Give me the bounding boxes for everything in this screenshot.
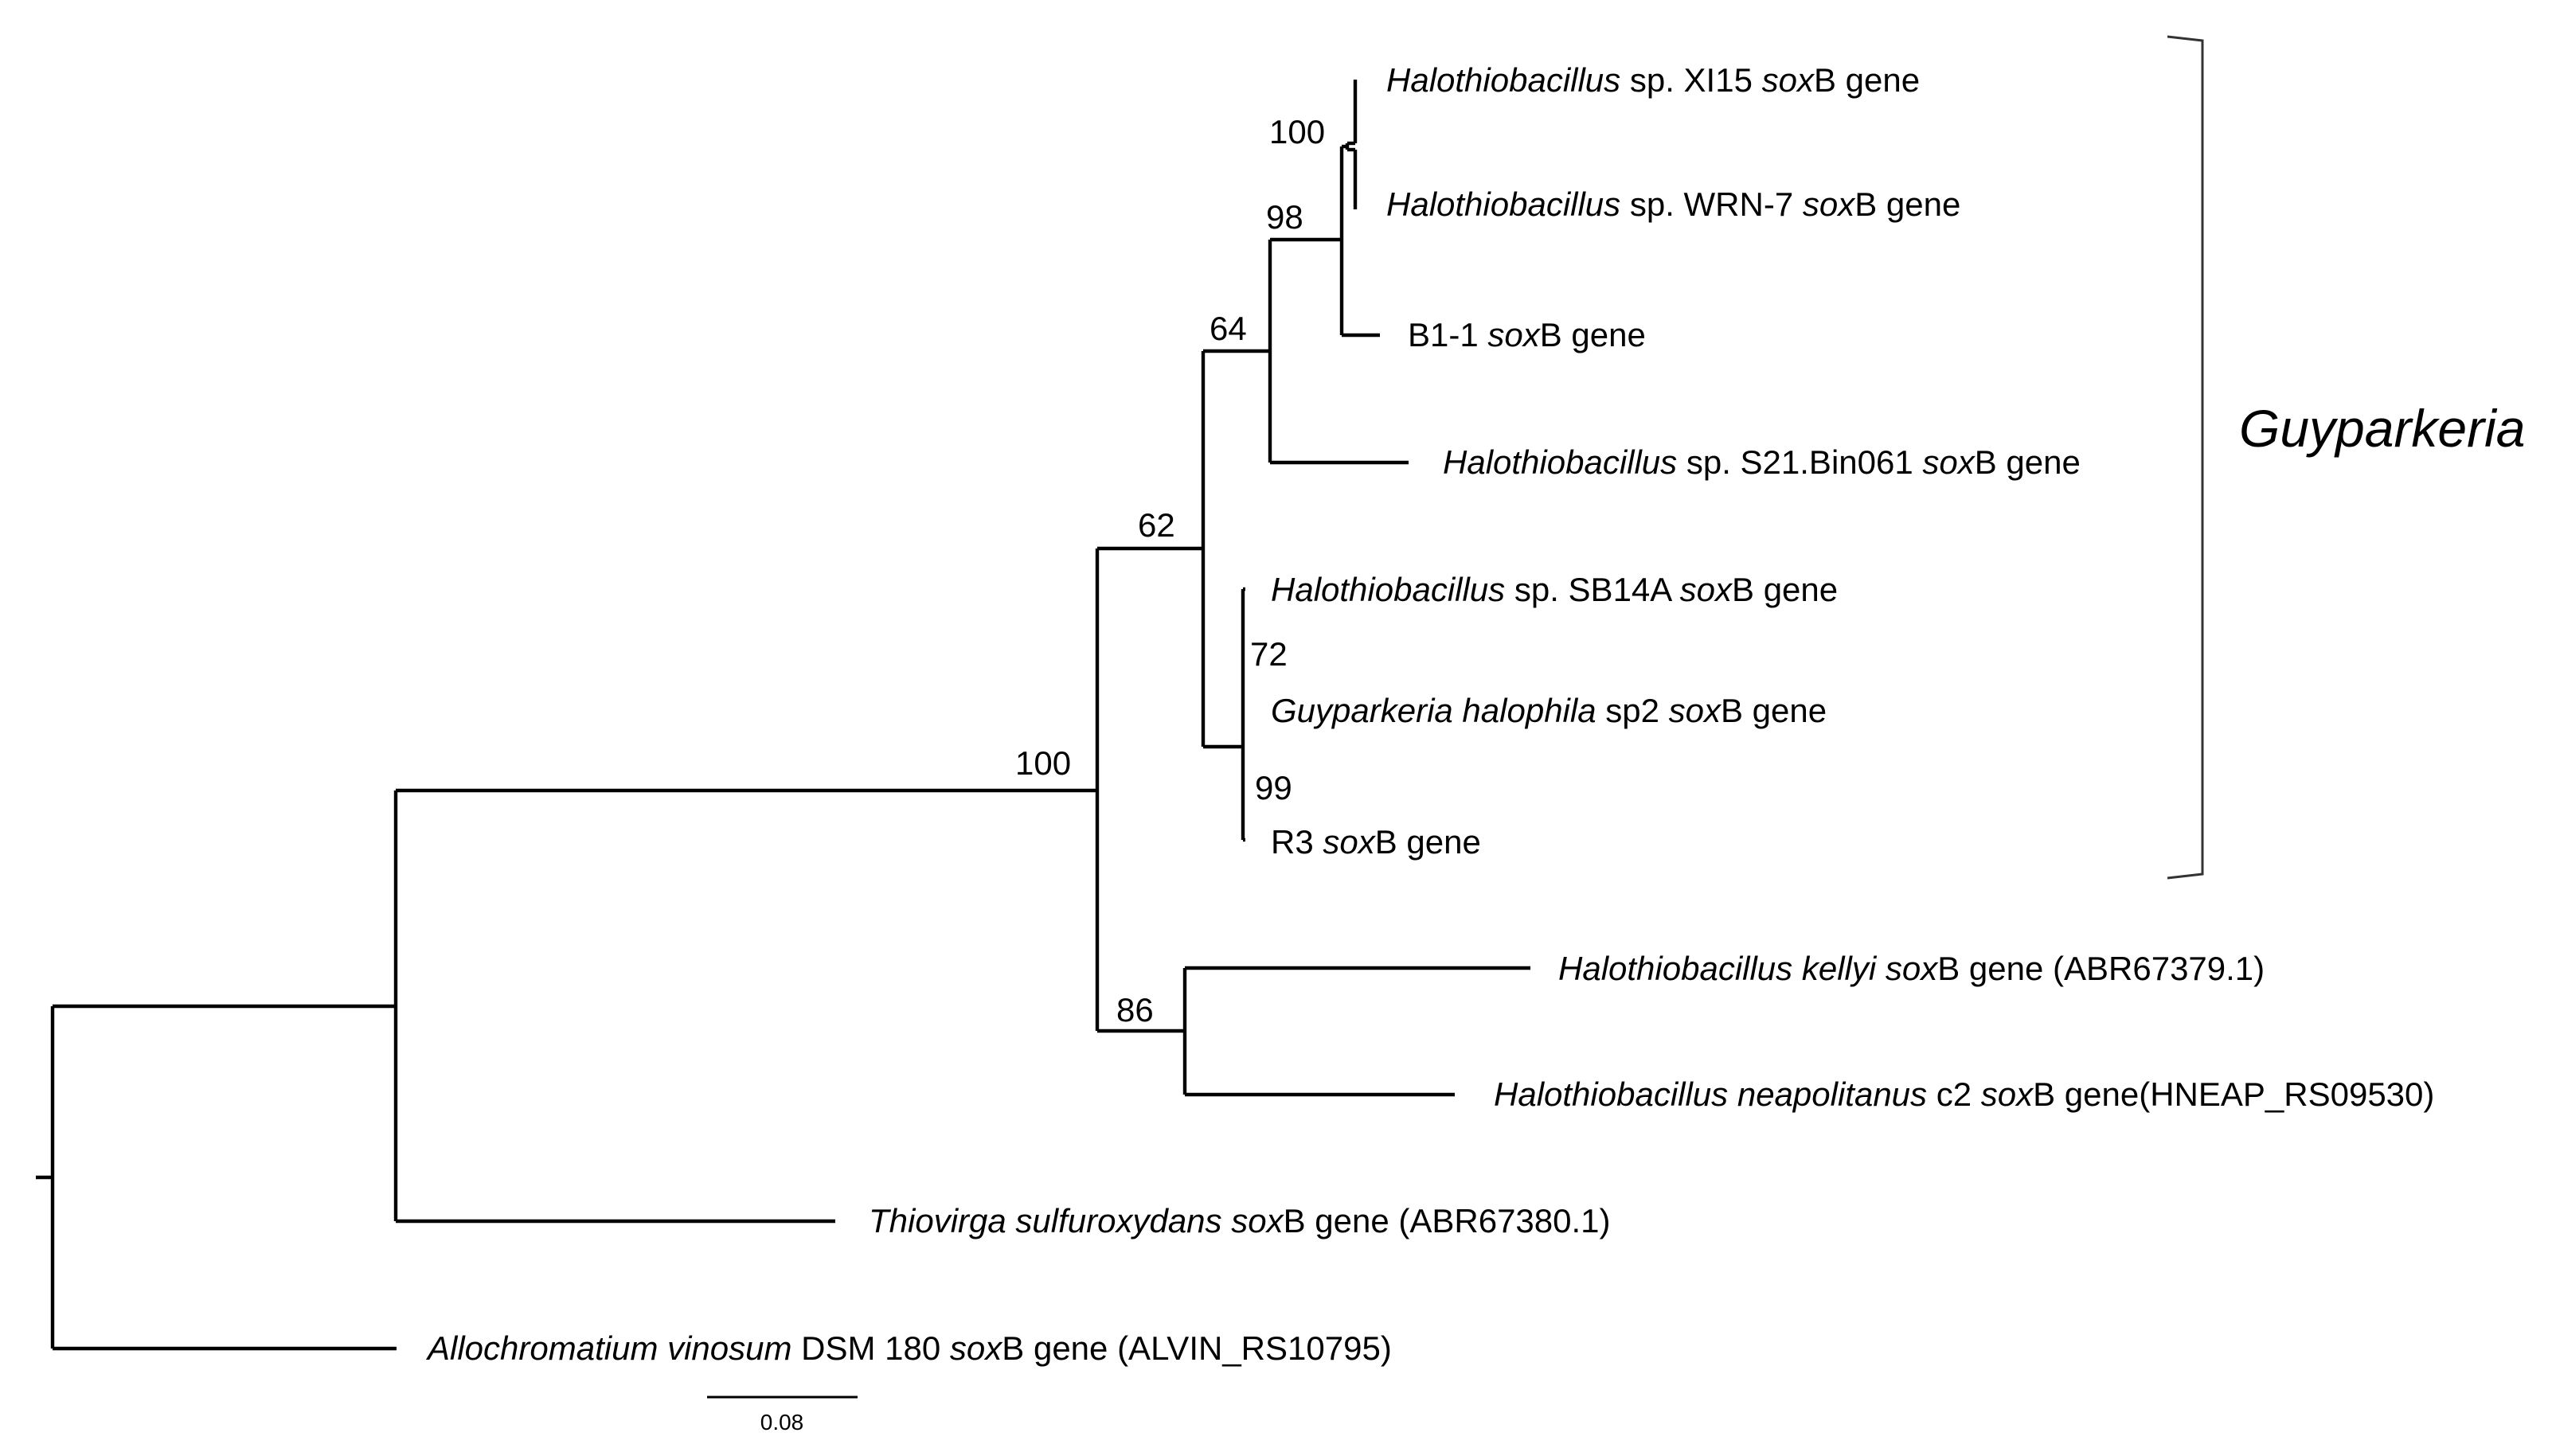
leaf-label-part: c2	[1927, 1075, 1981, 1113]
leaf-label-part: B gene	[1721, 692, 1827, 729]
leaf-label: Halothiobacillus sp. WRN-7 soxB gene	[1386, 185, 1960, 223]
leaf-label-part: Guyparkeria halophila	[1271, 692, 1596, 729]
leaf-label: Halothiobacillus sp. SB14A soxB gene	[1271, 571, 1838, 608]
leaf-label-part: Halothiobacillus	[1443, 443, 1677, 481]
leaf-label-part: Halothiobacillus	[1386, 61, 1620, 99]
leaf-label-part: sp. WRN-7	[1620, 185, 1803, 223]
leaf-label: Halothiobacillus neapolitanus c2 soxB ge…	[1494, 1075, 2434, 1113]
leaf-label-part: Thiovirga sulfuroxydans sox	[869, 1202, 1285, 1239]
leaf-label-part: sox	[950, 1329, 1003, 1367]
leaf-label-part: R3	[1271, 823, 1323, 861]
leaf-label-part: B gene (ABR67380.1)	[1284, 1202, 1611, 1239]
leaf-label-part: sp. SB14A	[1505, 571, 1679, 608]
bootstrap-value: 100	[1269, 113, 1325, 150]
leaf-label-part: B gene	[1732, 571, 1838, 608]
leaf-label-part: sox	[1803, 185, 1856, 223]
bootstrap-value: 99	[1255, 769, 1292, 806]
leaf-label-part: Halothiobacillus	[1386, 185, 1620, 223]
bootstrap-values: 100 98 64 62 72 99 100 86	[1015, 113, 1325, 1029]
leaf-label-part: sox	[1922, 443, 1976, 481]
leaf-label-part: Halothiobacillus neapolitanus	[1494, 1075, 1927, 1113]
leaf-label-part: DSM 180	[792, 1329, 950, 1367]
bootstrap-value: 72	[1250, 635, 1288, 673]
leaf-label: Halothiobacillus sp. S21.Bin061 soxB gen…	[1443, 443, 2081, 481]
leaf-label-part: sox	[1669, 692, 1722, 729]
leaf-label-part: sp. S21.Bin061	[1677, 443, 1922, 481]
scale-bar-label: 0.08	[760, 1410, 804, 1435]
leaf-label-part: sp. XI15	[1620, 61, 1761, 99]
leaf-label-part: sox	[1323, 823, 1376, 861]
leaf-label-part: Halothiobacillus kellyi sox	[1558, 950, 1939, 987]
leaf-label-part: B gene	[1854, 185, 1960, 223]
leaf-label-part: sox	[1680, 571, 1733, 608]
leaf-label-part: sox	[1487, 316, 1541, 353]
leaf-label: Allochromatium vinosum DSM 180 soxB gene…	[425, 1329, 1392, 1367]
bootstrap-value: 62	[1138, 506, 1175, 544]
leaf-label-part: sox	[1981, 1075, 2034, 1113]
leaf-label-part: Halothiobacillus	[1271, 571, 1505, 608]
leaf-label-part: Allochromatium vinosum	[425, 1329, 792, 1367]
leaf-label: Halothiobacillus sp. XI15 soxB gene	[1386, 61, 1920, 99]
leaf-label: Thiovirga sulfuroxydans soxB gene (ABR67…	[869, 1202, 1611, 1239]
leaf-label-part: B gene (ALVIN_RS10795)	[1002, 1329, 1392, 1367]
leaf-label-part: B1-1	[1408, 316, 1487, 353]
leaf-label-part: B gene (ABR67379.1)	[1937, 950, 2265, 987]
tree-branches	[36, 80, 1530, 1351]
leaf-label-part: sp2	[1596, 692, 1669, 729]
leaf-label: R3 soxB gene	[1271, 823, 1481, 861]
leaf-labels: Halothiobacillus sp. XI15 soxB gene Halo…	[425, 61, 2434, 1367]
bootstrap-value: 86	[1116, 991, 1154, 1029]
leaf-label-part: B gene	[1375, 823, 1481, 861]
leaf-label-part: B gene(HNEAP_RS09530)	[2033, 1075, 2434, 1113]
leaf-label-part: B gene	[1814, 61, 1920, 99]
leaf-label: Halothiobacillus kellyi soxB gene (ABR67…	[1558, 950, 2265, 987]
leaf-label: B1-1 soxB gene	[1408, 316, 1646, 353]
bootstrap-value: 100	[1015, 744, 1071, 782]
clade-bracket	[2167, 35, 2204, 880]
bootstrap-value: 64	[1210, 310, 1247, 347]
leaf-label-part: sox	[1762, 61, 1815, 99]
leaf-label: Guyparkeria halophila sp2 soxB gene	[1271, 692, 1827, 729]
leaf-label-part: B gene	[1975, 443, 2081, 481]
bootstrap-value: 98	[1266, 198, 1303, 236]
leaf-label-part: B gene	[1540, 316, 1646, 353]
clade-label: Guyparkeria	[2239, 399, 2526, 458]
